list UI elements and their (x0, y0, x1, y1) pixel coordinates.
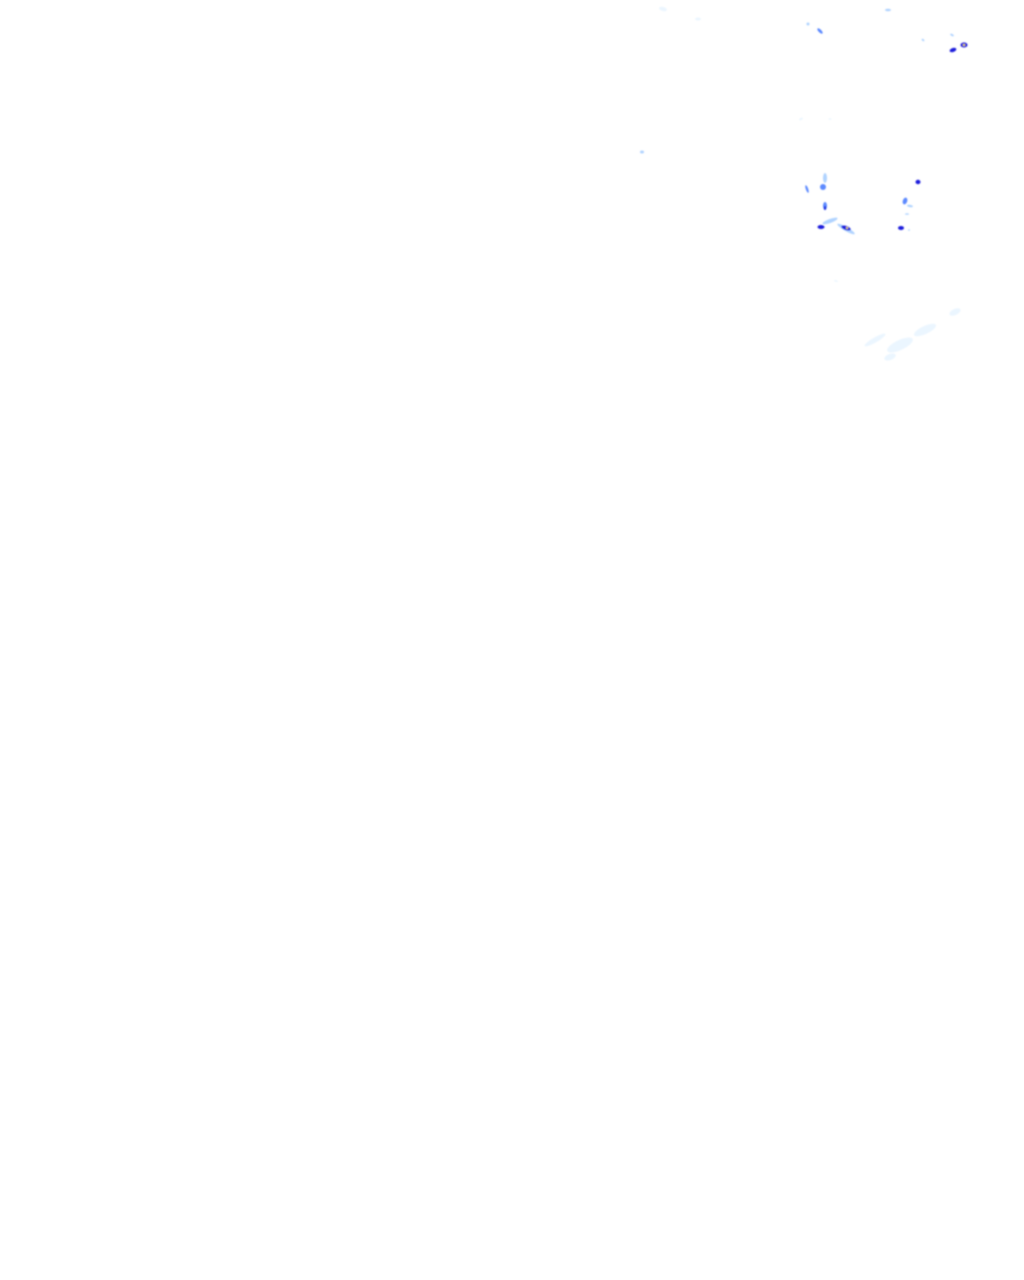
radar-echo-moderate (817, 28, 823, 34)
radar-echo-moderate (820, 184, 826, 190)
radar-echo-light (921, 38, 925, 42)
radar-echo-very-light (659, 6, 667, 12)
radar-echo-very-light (913, 323, 937, 337)
radar-echo-very-light (828, 118, 832, 120)
radar-echo-light (806, 22, 810, 26)
radar-echo-very-light (864, 333, 886, 347)
radar-echo-light (885, 8, 891, 12)
radar-echo-heavy (898, 226, 904, 230)
radar-echo-very-light (884, 353, 896, 361)
radar-echo-light (640, 150, 644, 154)
radar-echo-moderate (902, 197, 908, 205)
radar-echo-heavy (817, 225, 825, 229)
radar-echo-very-light (887, 337, 913, 353)
radar-echo-heavy (824, 206, 826, 210)
radar-echo-very-light (949, 308, 961, 316)
radar-echo-moderate (805, 185, 809, 193)
radar-echo-light (908, 229, 910, 231)
radar-echo-very-light (695, 17, 701, 21)
radar-echo-very-light (799, 117, 803, 121)
radar-echo-heavy (915, 179, 921, 185)
radar-echo-core (846, 227, 848, 229)
radar-echo-core (962, 44, 966, 46)
radar-echo-heavy (949, 47, 957, 53)
radar-echo-very-light (834, 280, 838, 282)
radar-echo-light (822, 217, 838, 225)
radar-echo-light (950, 33, 954, 37)
radar-echo-light (905, 213, 909, 215)
radar-echo-light (907, 204, 913, 208)
radar-echo-light (823, 173, 827, 183)
